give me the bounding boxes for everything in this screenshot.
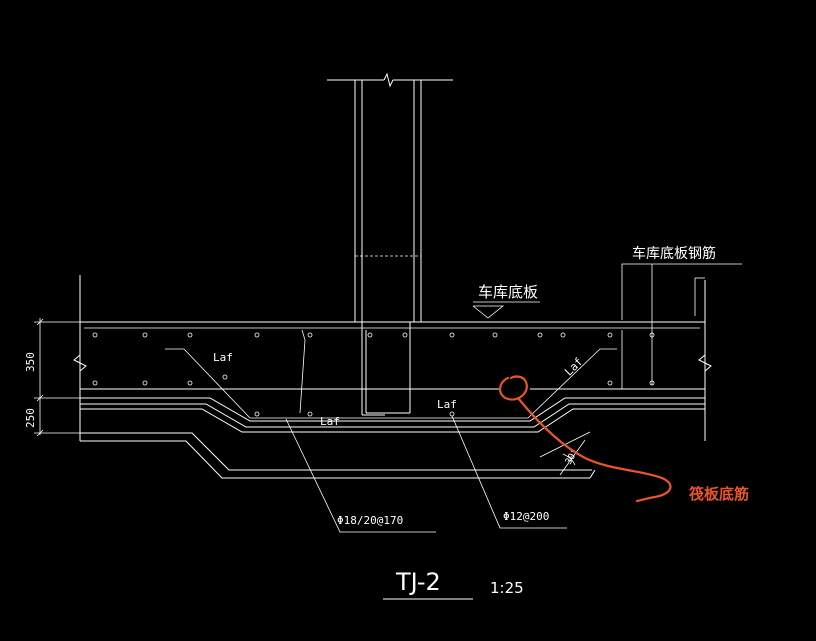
slab-outline — [73, 275, 712, 441]
rebar-secondary-label: Φ12@200 — [503, 510, 549, 523]
dim-top-label: 350 — [24, 352, 37, 372]
laf-label-2: Laf — [320, 415, 340, 428]
dimension-lines — [34, 318, 80, 437]
column — [327, 72, 453, 416]
rebar-main-label: Φ18/20@170 — [337, 514, 403, 527]
laf-label-3: Laf — [437, 398, 457, 411]
red-annotation: 筏板底筋 — [499, 375, 749, 503]
raft-bottom-rebar-annotation: 筏板底筋 — [689, 485, 749, 503]
section-id: TJ-2 — [395, 568, 441, 596]
leader-lines — [285, 263, 742, 533]
laf-label-4: Laf — [562, 355, 585, 378]
pit-layers — [80, 397, 705, 479]
scale-label: 1:25 — [490, 579, 524, 597]
garage-slab-rebar-label: 车库底板钢筋 — [632, 245, 716, 262]
dim-bottom-label: 250 — [24, 408, 37, 428]
diagonal-rebars — [165, 329, 623, 419]
garage-slab-label: 车库底板 — [478, 283, 538, 301]
section-title: TJ-2 1:25 — [383, 568, 524, 600]
rebar-dots — [92, 332, 655, 417]
laf-label-1: Laf — [213, 351, 233, 364]
